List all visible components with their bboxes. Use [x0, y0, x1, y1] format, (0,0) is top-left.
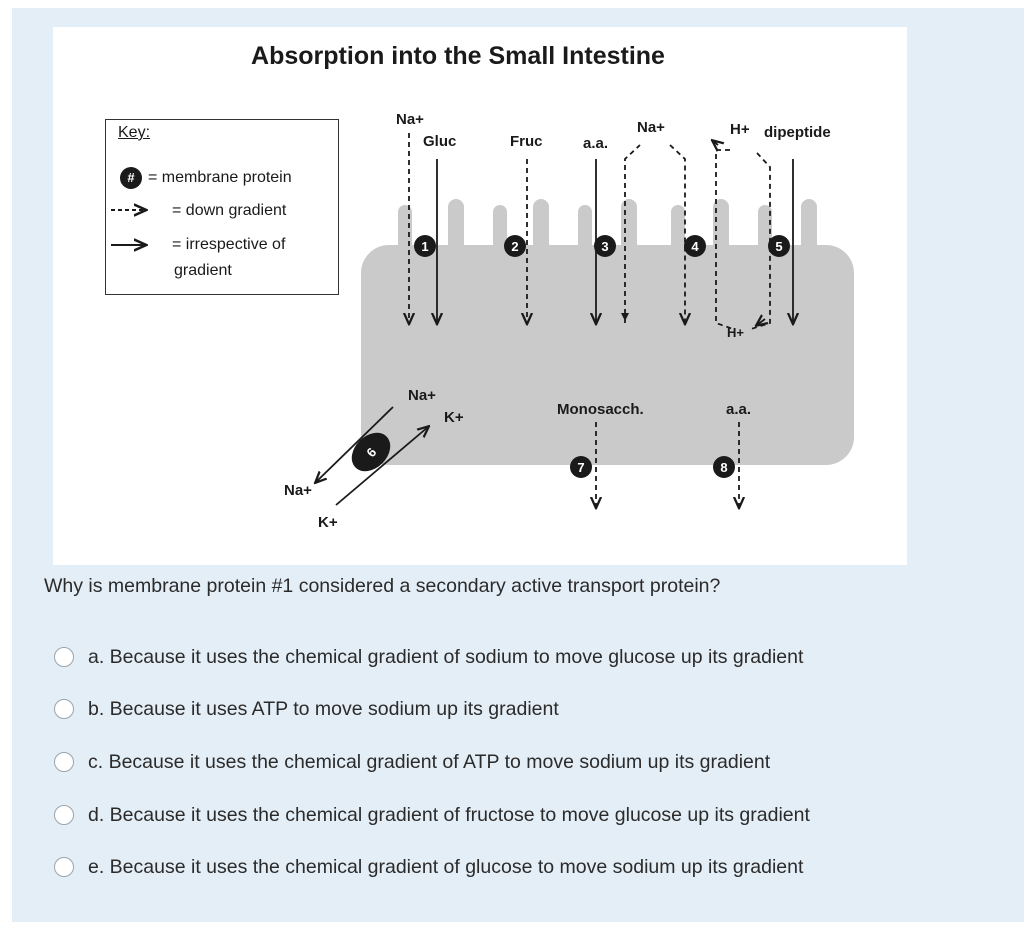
label-na-inside: Na+ [408, 387, 436, 404]
key-symbols [111, 210, 145, 245]
protein-4: 4 [684, 235, 706, 257]
label-h-inside: H+ [727, 325, 744, 340]
label-na-out: Na+ [284, 482, 312, 499]
label-aa-bottom: a.a. [726, 401, 752, 418]
option-c-radio[interactable] [54, 752, 74, 772]
protein-5: 5 [768, 235, 790, 257]
label-k-out: K+ [318, 514, 338, 531]
protein-6: 6 [351, 432, 391, 472]
option-e[interactable]: e. Because it uses the chemical gradient… [54, 854, 803, 880]
label-h-top: H+ [730, 121, 750, 138]
intestine-diagram: 1 2 3 4 5 6 7 [53, 27, 907, 565]
option-a-label[interactable]: a. Because it uses the chemical gradient… [88, 645, 804, 668]
option-c[interactable]: c. Because it uses the chemical gradient… [54, 749, 770, 775]
label-na-top: Na+ [396, 111, 424, 128]
option-b-label[interactable]: b. Because it uses ATP to move sodium up… [88, 697, 559, 720]
key-irrespective-line2: gradient [174, 262, 232, 279]
protein-1: 1 [414, 235, 436, 257]
label-aa-top: a.a. [583, 135, 609, 152]
question-text: Why is membrane protein #1 considered a … [44, 575, 721, 597]
protein-7: 7 [570, 456, 592, 478]
key-row-protein: # = membrane protein [110, 167, 292, 189]
option-d-radio[interactable] [54, 805, 74, 825]
label-k-inside: K+ [444, 409, 464, 426]
protein-2: 2 [504, 235, 526, 257]
protein-1-label: 1 [421, 239, 428, 254]
option-d[interactable]: d. Because it uses the chemical gradient… [54, 802, 810, 828]
key-title: Key: [118, 124, 151, 141]
key-down-text: = down gradient [172, 202, 287, 219]
option-a-radio[interactable] [54, 647, 74, 667]
diagram-title: Absorption into the Small Intestine [251, 42, 665, 70]
option-d-label[interactable]: d. Because it uses the chemical gradient… [88, 803, 810, 826]
protein-8: 8 [713, 456, 735, 478]
enterocyte-cell [361, 199, 854, 465]
key-protein-badge: # [120, 167, 142, 189]
label-gluc: Gluc [423, 133, 457, 150]
option-a[interactable]: a. Because it uses the chemical gradient… [54, 644, 803, 670]
label-dipeptide: dipeptide [764, 124, 831, 141]
diagram-key: Key: # = membrane protein = down gradient… [105, 119, 339, 295]
protein-3-label: 3 [601, 239, 608, 254]
protein-2-label: 2 [511, 239, 518, 254]
protein-5-label: 5 [775, 239, 782, 254]
protein-4-label: 4 [691, 239, 699, 254]
protein-7-label: 7 [577, 460, 584, 475]
key-protein-text: = membrane protein [148, 169, 292, 187]
option-e-label[interactable]: e. Because it uses the chemical gradient… [88, 855, 804, 878]
label-monosacch: Monosacch. [557, 401, 644, 418]
protein-8-label: 8 [720, 460, 727, 475]
label-fruc: Fruc [510, 133, 543, 150]
label-na-top-2: Na+ [637, 119, 665, 136]
option-b-radio[interactable] [54, 699, 74, 719]
option-e-radio[interactable] [54, 857, 74, 877]
protein-3: 3 [594, 235, 616, 257]
option-c-label[interactable]: c. Because it uses the chemical gradient… [88, 750, 771, 773]
diagram-graphics: 1 2 3 4 5 6 7 [111, 133, 854, 565]
option-b[interactable]: b. Because it uses ATP to move sodium up… [54, 696, 559, 722]
key-irrespective-line1: = irrespective of [172, 236, 286, 253]
